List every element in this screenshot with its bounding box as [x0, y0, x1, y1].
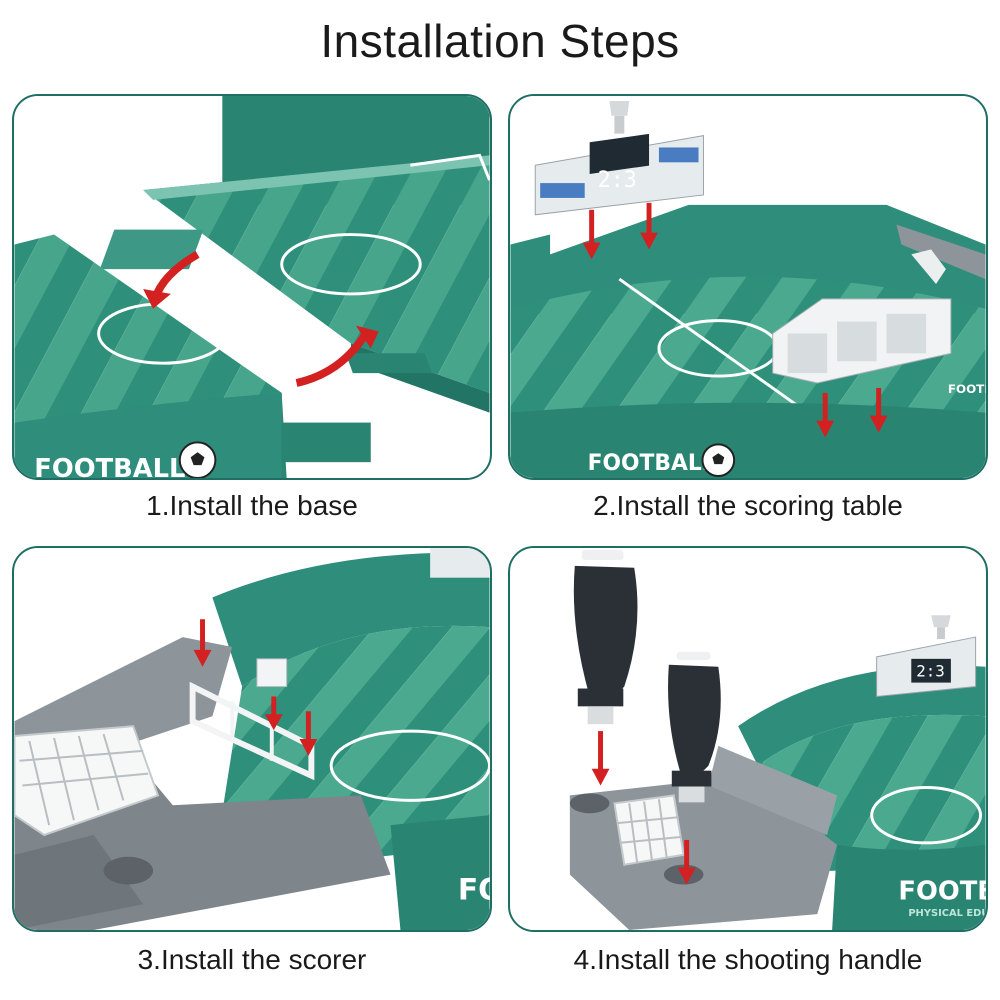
arrows-down-bottom — [816, 387, 888, 438]
step-2-caption: 2.Install the scoring table — [593, 490, 903, 521]
page-title: Installation Steps — [320, 15, 680, 67]
step-4-caption: 4.Install the shooting handle — [573, 944, 923, 975]
sub-brand-label: PHYSICAL EDUC — [908, 908, 986, 919]
hand-icon — [911, 249, 946, 285]
goal-net — [14, 725, 160, 837]
brand-label: FOOTBA — [898, 876, 986, 906]
step-3-panel: FO — [12, 546, 492, 932]
arrow-right — [295, 331, 370, 387]
trophy-icon — [609, 100, 630, 134]
shooting-handle-left — [573, 549, 638, 725]
step-4-illustration: 2:3 — [510, 548, 986, 930]
step-1-illustration: FOOTBALL — [14, 96, 490, 478]
scoreboard: 2:3 — [876, 636, 977, 697]
shooting-handle-right — [668, 651, 721, 803]
brand-label: FOOTBALL — [34, 454, 185, 478]
trophy-icon — [931, 615, 951, 640]
arrows-down — [193, 619, 318, 756]
football-icon — [178, 441, 217, 478]
step-2-panel: 2:3 — [508, 94, 988, 480]
scoreboard: 2:3 — [534, 133, 704, 216]
arrows-down — [591, 731, 696, 885]
step-2-illustration: 2:3 — [510, 96, 986, 478]
step-1-caption: 1.Install the base — [146, 490, 358, 521]
side-brand-label: FOOTBALL — [948, 382, 986, 396]
base-right-half — [99, 96, 490, 413]
step-3-caption: 3.Install the scorer — [137, 944, 367, 975]
brand-label: FOOTBALL — [588, 451, 716, 476]
football-icon — [701, 443, 736, 478]
brand-label: FO — [458, 871, 490, 906]
arrows-down-top — [582, 202, 658, 260]
score-readout: 2:3 — [916, 662, 945, 681]
step-3-illustration: FO — [14, 548, 490, 930]
step-1-panel: FOOTBALL — [12, 94, 492, 480]
score-readout: 2:3 — [598, 168, 637, 193]
step-4-panel: 2:3 — [508, 546, 988, 932]
goal-net — [613, 794, 685, 866]
scoring-table — [772, 298, 952, 384]
